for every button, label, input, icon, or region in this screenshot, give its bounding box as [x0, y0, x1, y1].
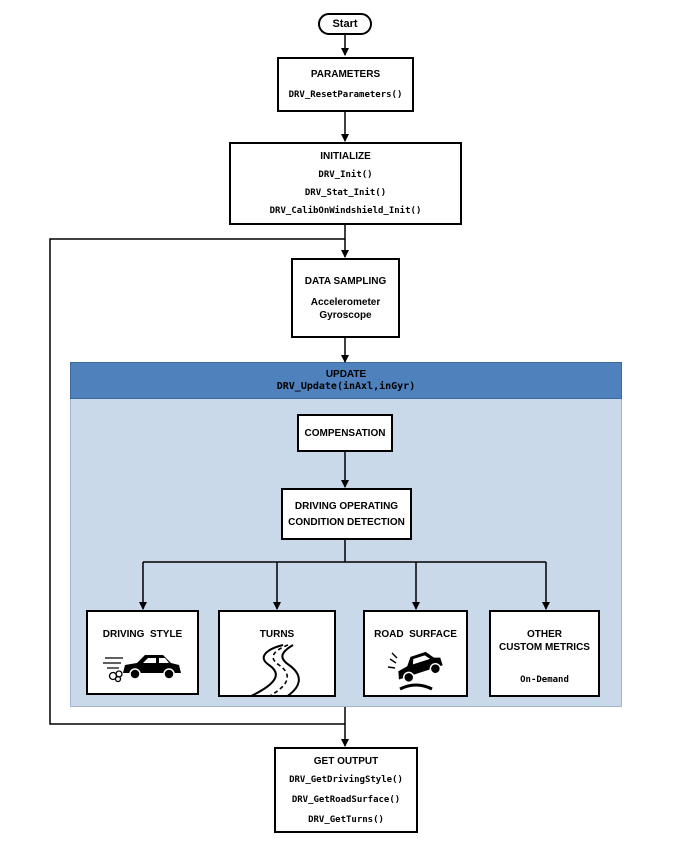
turns-box: TURNS — [218, 610, 336, 697]
other-metrics-box: OTHER CUSTOM METRICS On-Demand — [489, 610, 600, 697]
data-sampling-box: DATA SAMPLING Accelerometer Gyroscope — [291, 258, 400, 338]
data-sampling-title: DATA SAMPLING — [304, 275, 387, 287]
other-title-line: OTHER — [527, 629, 562, 640]
sensor-label: Gyroscope — [319, 309, 372, 321]
get-output-call: DRV_GetDrivingStyle() — [289, 774, 403, 785]
road-surface-title: ROAD SURFACE — [374, 629, 457, 640]
parameters-box: PARAMETERS DRV_ResetParameters() — [277, 57, 414, 112]
get-output-title: GET OUTPUT — [313, 755, 379, 767]
turns-title: TURNS — [259, 629, 295, 640]
get-output-call: DRV_GetTurns() — [308, 814, 384, 825]
detection-title-line: DRIVING OPERATING — [294, 500, 399, 512]
detection-title-line: CONDITION DETECTION — [288, 516, 405, 528]
compensation-box: COMPENSATION — [297, 414, 393, 452]
car-speed-icon — [102, 655, 181, 683]
driving-style-box: DRIVING STYLE — [86, 610, 199, 695]
start-label: Start — [332, 18, 358, 30]
loop-back-line — [49, 238, 345, 725]
road-surface-box: ROAD SURFACE — [363, 610, 468, 697]
winding-road-icon — [250, 644, 300, 695]
get-output-call: DRV_GetRoadSurface() — [291, 794, 401, 805]
compensation-title: COMPENSATION — [304, 427, 386, 439]
sensor-label: Accelerometer — [310, 296, 381, 308]
initialize-title: INITIALIZE — [320, 151, 371, 162]
driving-style-title: DRIVING STYLE — [102, 629, 183, 640]
update-call: DRV_Update(inAxl,inGyr) — [276, 381, 416, 392]
get-output-box: GET OUTPUT DRV_GetDrivingStyle() DRV_Get… — [274, 747, 418, 833]
initialize-call: DRV_Init() — [318, 170, 373, 180]
initialize-call: DRV_Stat_Init() — [304, 188, 387, 198]
detection-box: DRIVING OPERATING CONDITION DETECTION — [281, 488, 412, 540]
parameters-call: DRV_ResetParameters() — [288, 90, 403, 100]
initialize-call: DRV_CalibOnWindshield_Init() — [269, 206, 422, 216]
parameters-title: PARAMETERS — [310, 69, 381, 80]
other-title-line: CUSTOM METRICS — [499, 642, 590, 653]
update-header: UPDATE DRV_Update(inAxl,inGyr) — [70, 362, 622, 399]
on-demand-label: On-Demand — [520, 675, 569, 685]
start-terminal: Start — [318, 13, 372, 35]
car-pothole-icon — [387, 651, 443, 691]
update-title: UPDATE — [325, 369, 367, 380]
initialize-box: INITIALIZE DRV_Init() DRV_Stat_Init() DR… — [229, 142, 462, 225]
